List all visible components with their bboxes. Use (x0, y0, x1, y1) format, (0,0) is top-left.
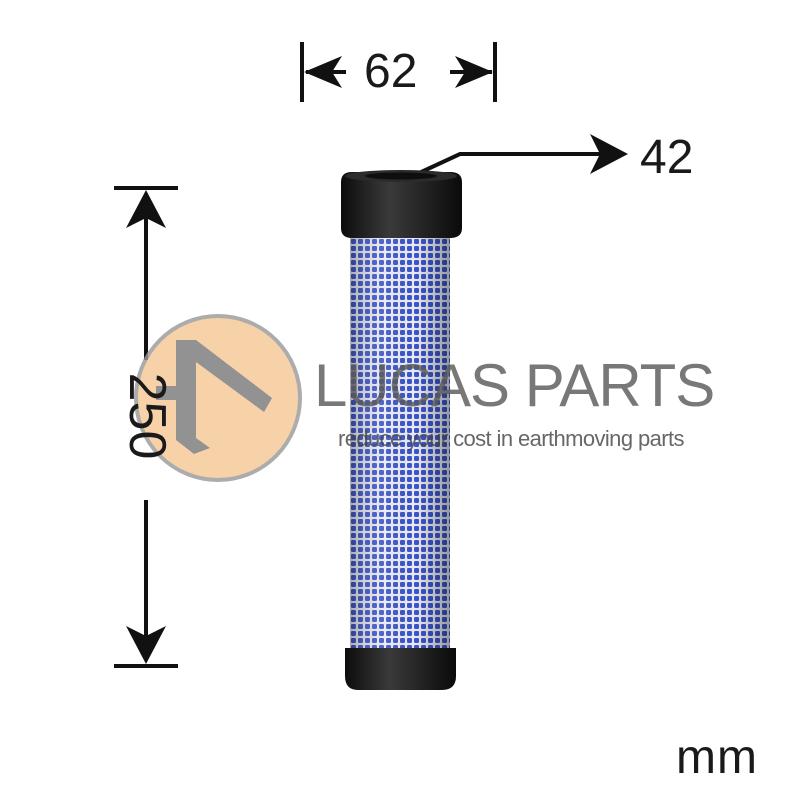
air-filter (341, 170, 462, 690)
width-label: 62 (364, 45, 418, 98)
watermark-brand: LUCAS PARTS (314, 352, 715, 419)
logo-emblem (134, 314, 302, 482)
height-dimension (114, 186, 178, 668)
unit-label: mm (676, 731, 758, 784)
watermark-tagline: reduce your cost in earthmoving parts (338, 426, 684, 451)
inner-diameter-label: 42 (640, 131, 694, 184)
width-dimension (300, 42, 497, 102)
height-label: 250 (118, 372, 176, 460)
